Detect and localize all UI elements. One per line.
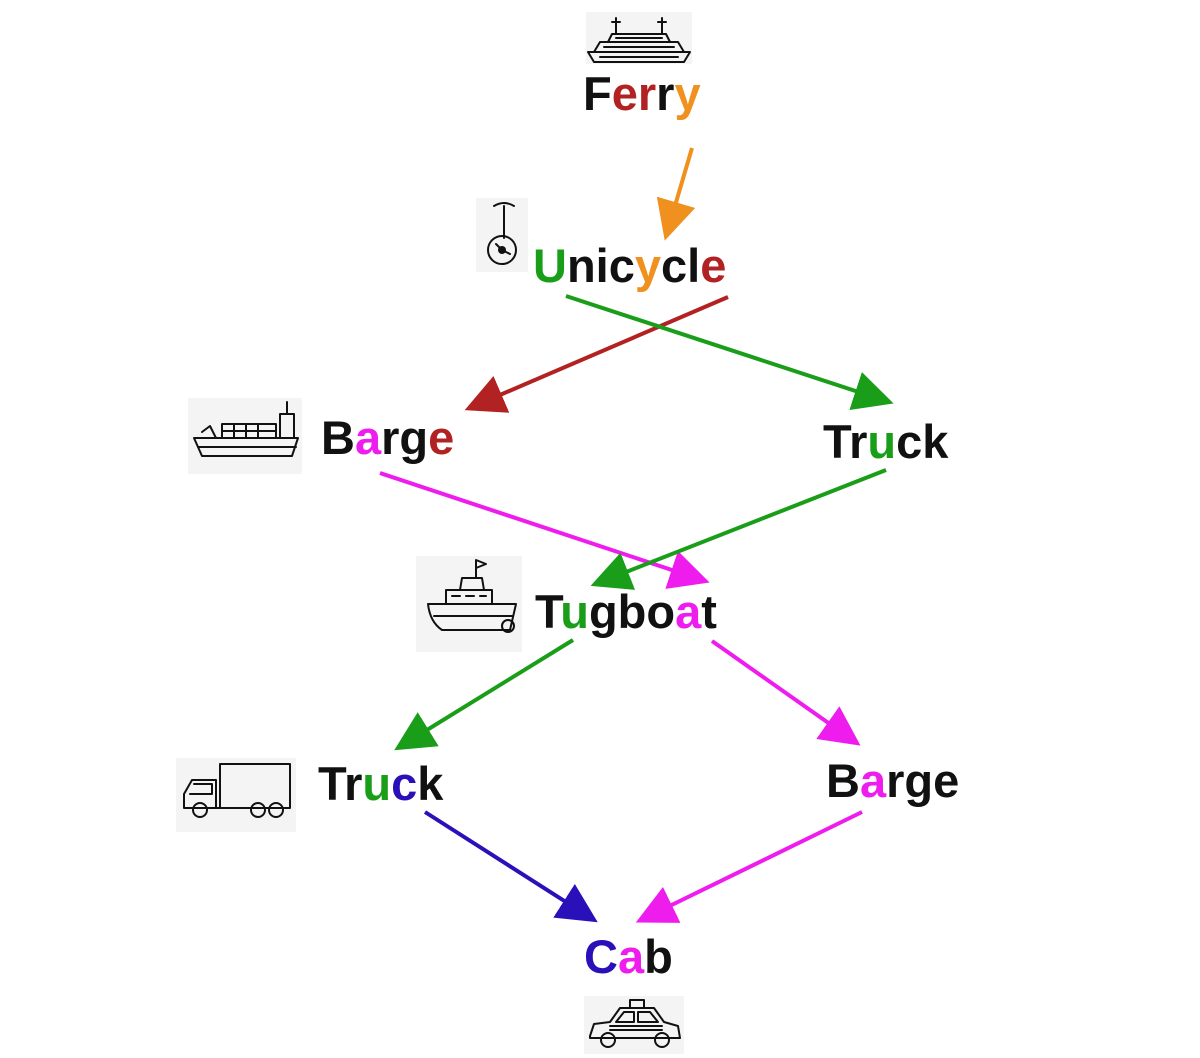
word-unicycle: Unicycle (533, 239, 726, 292)
taxi-icon (584, 996, 684, 1054)
letter: e (700, 239, 726, 292)
word-truck-1: Truck (823, 415, 949, 468)
arrow-ferry-to-unicycle (656, 147, 696, 241)
letter: T (535, 585, 564, 638)
letter: e (428, 411, 454, 464)
letter: c (661, 239, 687, 292)
letter: k (417, 757, 444, 810)
cargo-ship-icon (188, 398, 302, 474)
letter: a (618, 930, 645, 983)
letter: b (644, 930, 673, 983)
letter: g (904, 754, 933, 807)
letter: B (826, 754, 860, 807)
letter: T (318, 757, 347, 810)
letter: y (674, 67, 700, 120)
letter: U (533, 239, 567, 292)
letter: c (391, 757, 417, 810)
letter: r (656, 67, 674, 120)
letter: k (922, 415, 949, 468)
arrow-truck-2-to-cab (423, 810, 598, 923)
arrow-tugboat-to-truck-2 (394, 638, 575, 751)
letter: a (860, 754, 887, 807)
letter: b (618, 585, 647, 638)
letter: y (635, 239, 661, 292)
letter: r (849, 415, 867, 468)
letter: u (560, 585, 589, 638)
letter: r (886, 754, 904, 807)
letter: a (355, 411, 382, 464)
arrow-tugboat-to-barge-2 (710, 639, 861, 746)
letter: n (567, 239, 596, 292)
letter: l (687, 239, 700, 292)
arrow-unicycle-to-barge-1 (464, 295, 729, 413)
letter: u (362, 757, 391, 810)
arrow-truck-1-to-tugboat (590, 468, 887, 590)
letter: o (646, 585, 675, 638)
letter: g (399, 411, 428, 464)
ferry-icon (586, 12, 692, 64)
letter: r (638, 67, 656, 120)
letter: T (823, 415, 852, 468)
tugboat-icon (416, 556, 522, 652)
letter: C (584, 930, 618, 983)
word-barge-2: Barge (826, 754, 959, 807)
arrow-barge-2-to-cab (635, 810, 863, 923)
letter: r (344, 757, 362, 810)
letter: F (583, 67, 612, 120)
arrow-unicycle-to-truck-1 (565, 294, 894, 411)
edges (379, 147, 894, 923)
word-tugboat: Tugboat (535, 585, 717, 638)
letter: c (609, 239, 635, 292)
truck-icon (176, 758, 296, 832)
letter: u (867, 415, 896, 468)
letter: r (381, 411, 399, 464)
unicycle-icon (476, 198, 528, 272)
letter: e (933, 754, 959, 807)
letter: t (701, 585, 717, 638)
letter: e (612, 67, 638, 120)
word-ferry: Ferry (583, 67, 701, 120)
letter: i (596, 239, 609, 292)
letter: c (896, 415, 922, 468)
letter: g (589, 585, 618, 638)
letter: a (675, 585, 702, 638)
letter: B (321, 411, 355, 464)
word-truck-2: Truck (318, 757, 444, 810)
word-barge-1: Barge (321, 411, 454, 464)
word-cab: Cab (584, 930, 673, 983)
